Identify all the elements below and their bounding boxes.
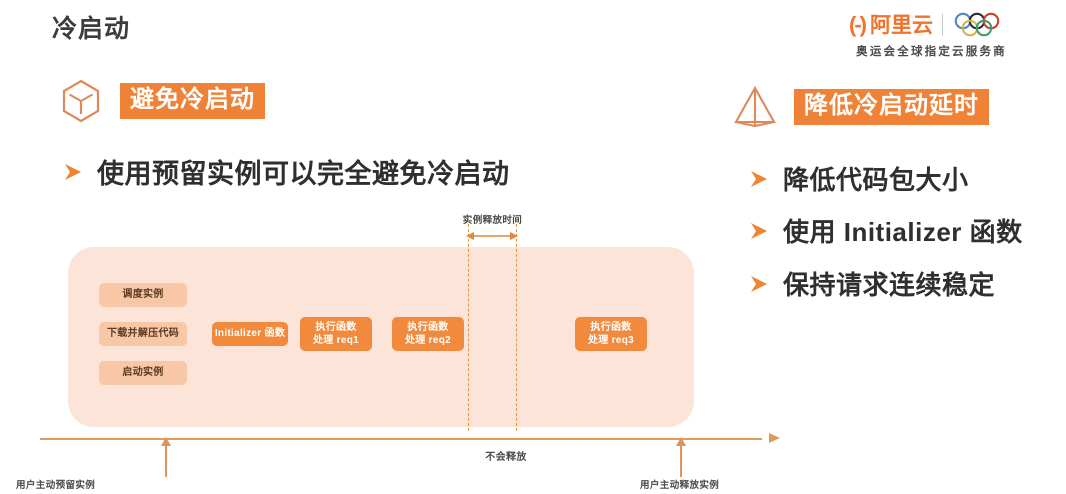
timeline-axis-line <box>40 438 762 440</box>
stage-box-req2-line1: 执行函数 <box>407 321 449 333</box>
section-heading-right: 降低冷启动延时 <box>730 82 989 132</box>
bullet-right-0: 降低代码包大小 <box>748 160 969 197</box>
stage-box-req3-line1: 执行函数 <box>590 321 632 333</box>
release-window-line-end <box>516 219 517 431</box>
stage-box-req1: 执行函数 处理 req1 <box>300 317 372 351</box>
section-heading-right-label: 降低冷启动延时 <box>794 88 989 126</box>
bullet-right-1-text: 使用 Initializer 函数 <box>783 217 1023 247</box>
bullet-right-2-text: 保持请求连续稳定 <box>783 270 996 300</box>
release-window-arrow-icon <box>466 232 518 240</box>
brand-tagline: 奥运会全球指定云服务商 <box>856 46 1007 58</box>
stage-box-start: 启动实例 <box>99 361 187 385</box>
brand-lockup: (-) 阿里云 奥运会全球指定云服务商 <box>819 10 1044 59</box>
section-heading-left-label: 避免冷启动 <box>120 82 265 120</box>
stage-box-download-line1: 下载并解压代码 <box>106 328 180 340</box>
timeline-axis <box>40 433 780 445</box>
no-release-label: 不会释放 <box>485 452 527 463</box>
bullet-right-0-text: 降低代码包大小 <box>783 165 969 195</box>
cube-hexagon-icon <box>62 79 100 123</box>
stage-box-schedule: 调度实例 <box>99 283 187 307</box>
bullet-left-0-text: 使用预留实例可以完全避免冷启动 <box>97 159 510 189</box>
bullet-right-2: 保持请求连续稳定 <box>748 265 995 302</box>
stage-box-req2: 执行函数 处理 req2 <box>392 317 464 351</box>
axis-marker-reserve-caption: 用户主动预留实例 <box>16 480 96 491</box>
arrow-bullet-icon <box>751 170 767 187</box>
alibaba-cloud-name: 阿里云 <box>869 13 933 37</box>
alibaba-cloud-logo: (-) 阿里云 <box>849 14 933 36</box>
page-title: 冷启动 <box>52 15 131 43</box>
stage-box-start-line1: 启动实例 <box>122 367 164 379</box>
section-heading-left: 避免冷启动 <box>56 76 265 126</box>
bullet-right-1: 使用 Initializer 函数 <box>748 212 1023 249</box>
stage-box-req1-line2: 处理 req1 <box>312 335 359 346</box>
alibaba-cloud-mark-icon: (-) <box>849 12 867 37</box>
axis-marker-release-caption: 用户主动释放实例 <box>640 480 720 491</box>
olympic-rings-icon <box>954 12 1000 37</box>
stage-box-download: 下载并解压代码 <box>99 322 187 346</box>
arrow-bullet-icon <box>751 222 767 239</box>
stage-box-req3: 执行函数 处理 req3 <box>575 317 647 351</box>
bullet-left-0: 使用预留实例可以完全避免冷启动 <box>62 152 510 191</box>
arrow-bullet-icon <box>65 163 81 180</box>
stage-box-req2-line2: 处理 req2 <box>404 335 451 346</box>
stage-box-initializer: Initializer 函数 <box>212 322 288 346</box>
stage-box-schedule-line1: 调度实例 <box>122 289 164 301</box>
release-window-line-start <box>468 219 469 431</box>
stage-box-initializer-line1: Initializer 函数 <box>214 328 286 340</box>
stage-box-req3-line2: 处理 req3 <box>587 335 634 346</box>
timeline-axis-arrow-icon <box>769 433 780 443</box>
timeline-diagram: 调度实例 下载并解压代码 启动实例 Initializer 函数 执行函数 处理… <box>0 205 790 494</box>
brand-row: (-) 阿里云 <box>819 10 1044 40</box>
pyramid-wireframe-icon <box>734 85 776 128</box>
arrow-bullet-icon <box>751 275 767 292</box>
stage-box-req1-line1: 执行函数 <box>315 321 357 333</box>
release-window-label: 实例释放时间 <box>462 215 523 226</box>
brand-divider <box>941 14 943 36</box>
